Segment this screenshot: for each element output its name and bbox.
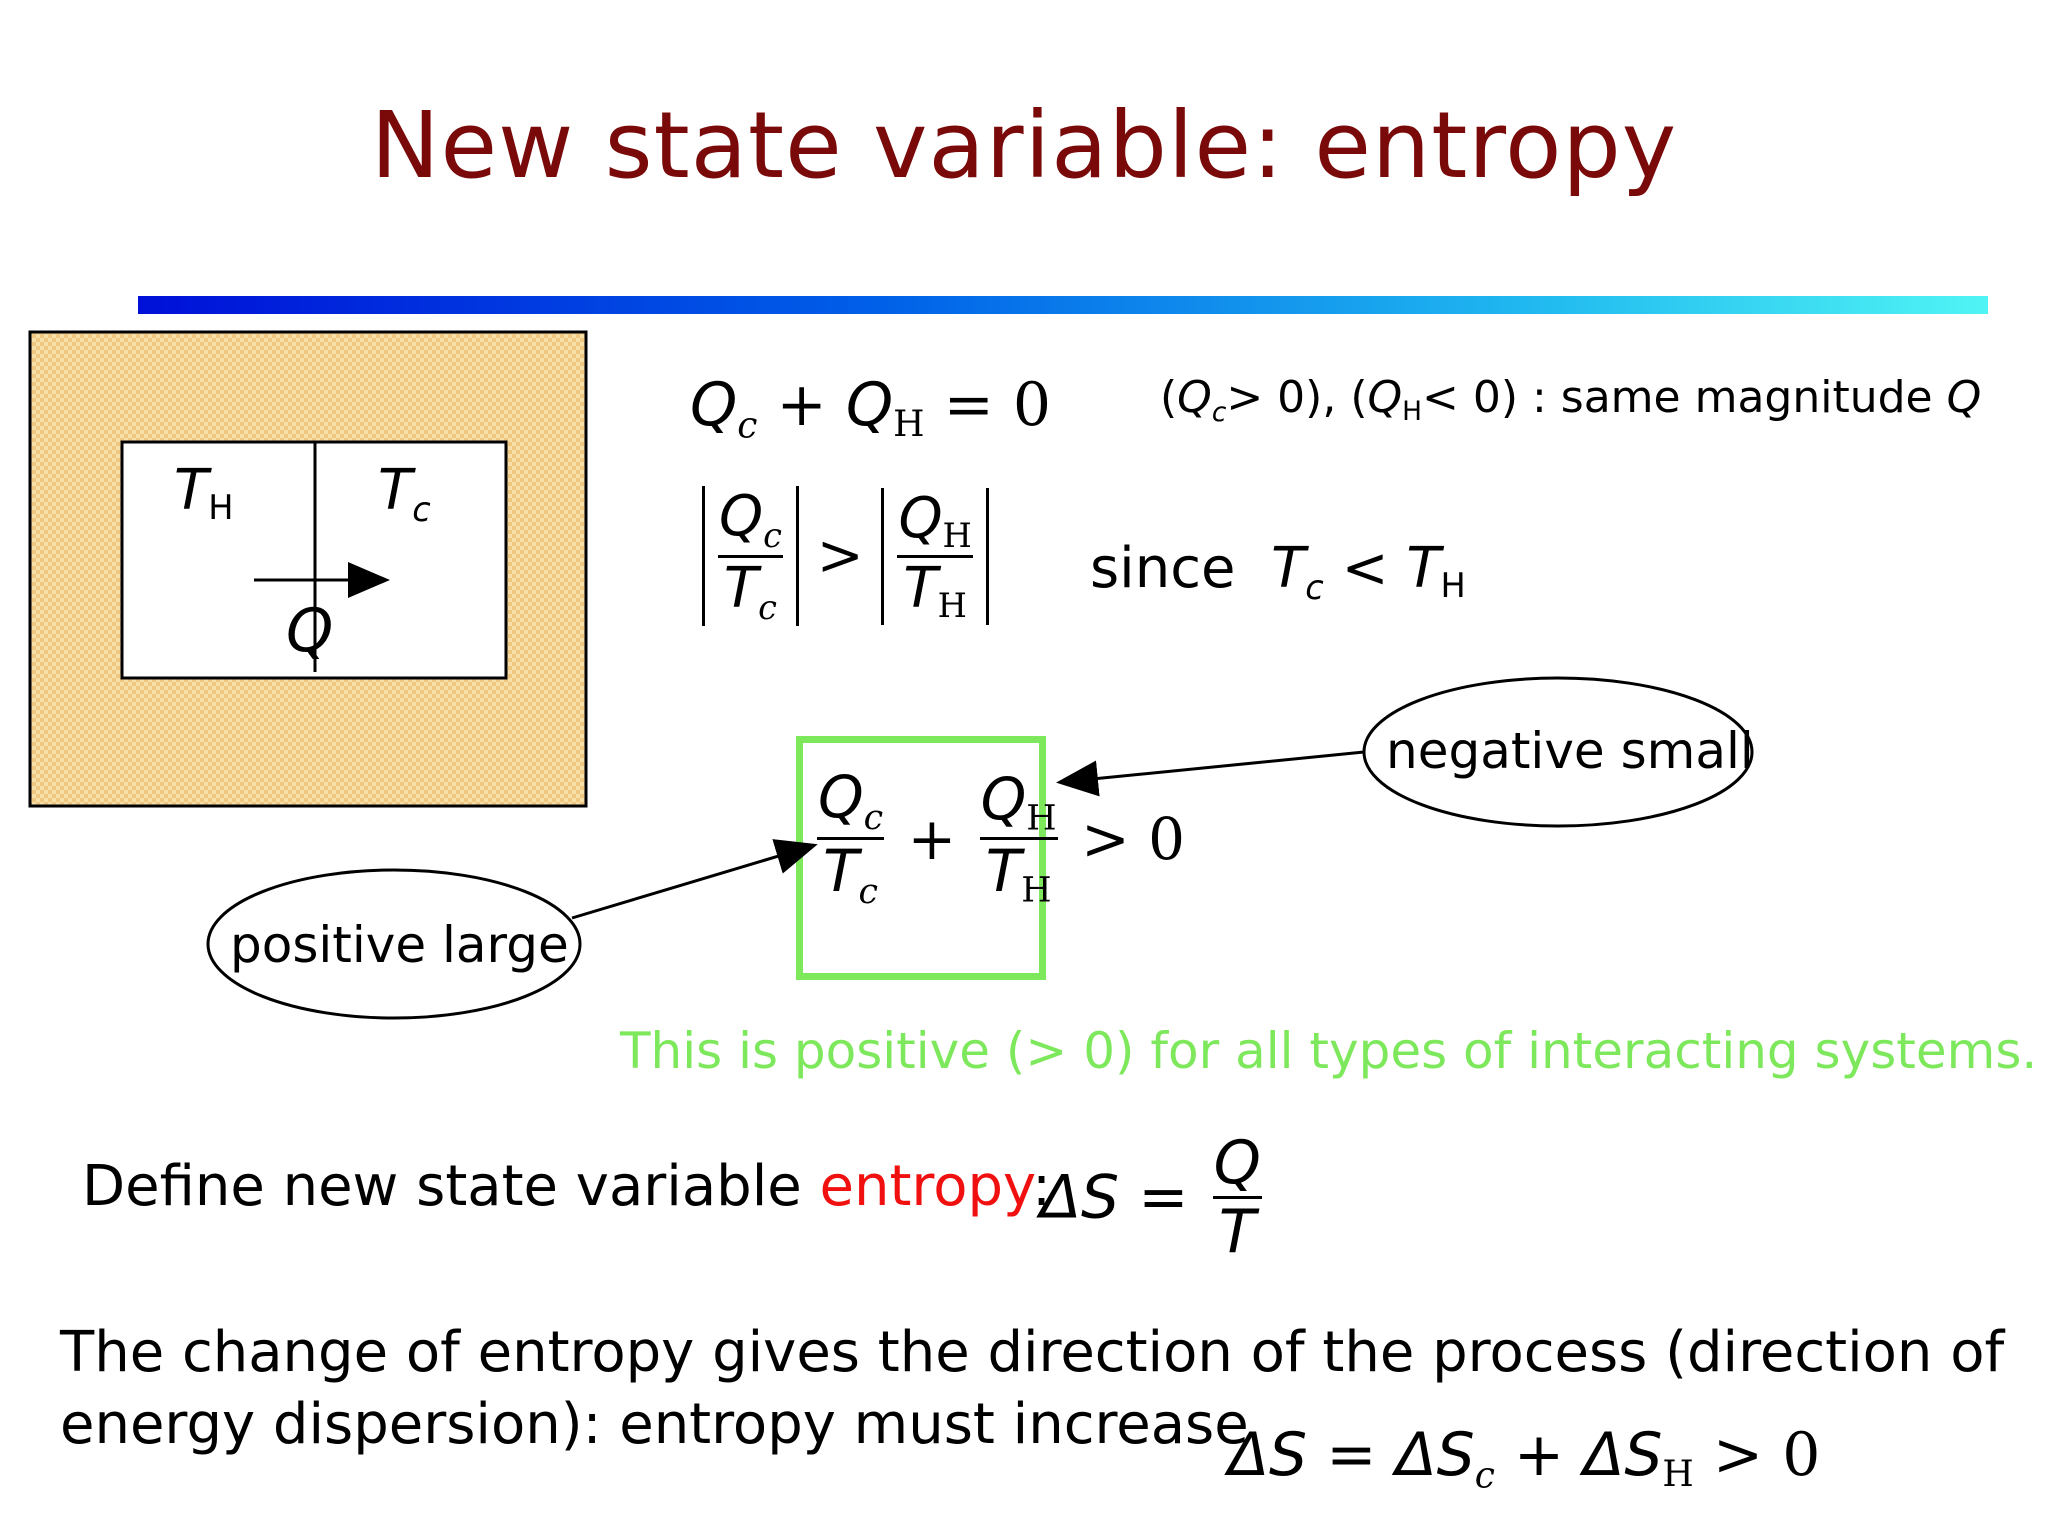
abs-qc-tc: Qc Tc <box>702 486 799 627</box>
negative-small-label: negative small <box>1386 722 1754 780</box>
positivity-note: This is positive (> 0) for all types of … <box>620 1022 2038 1080</box>
direction-text-line1: The change of entropy gives the directio… <box>60 1320 2005 1385</box>
cold-temperature-label: Tc <box>378 458 431 529</box>
entropy-increase-equation: ΔS = ΔSc + ΔSH > 0 <box>1228 1420 1821 1497</box>
heat-label: Q <box>286 596 334 666</box>
entropy-definition-equation: ΔS = Q T <box>1040 1128 1262 1267</box>
thermal-diagram <box>28 330 588 808</box>
hot-temperature-label: TH <box>174 458 234 528</box>
entropy-sum-inequality: Qc Tc + QH TH > 0 <box>817 763 1186 913</box>
abs-qh-th: QH TH <box>881 487 989 625</box>
entropy-term: entropy <box>819 1154 1033 1219</box>
positive-large-label: positive large <box>230 916 569 974</box>
page-title: New state variable: entropy <box>370 92 1678 199</box>
magnitude-note: (Qc> 0), (QH< 0) : same magnitude Q <box>1160 372 1982 429</box>
direction-text-line2: energy dispersion): entropy must increas… <box>60 1392 1249 1457</box>
definition-text: Define new state variable entropy: <box>82 1154 1051 1219</box>
energy-balance-equation: Qc + QH = 0 <box>690 370 1052 447</box>
negative-small-arrow <box>1056 750 1365 797</box>
title-divider-bar <box>138 296 1988 314</box>
since-condition: since Tc < TH <box>1090 536 1466 607</box>
ratio-inequality: Qc Tc > QH TH <box>702 486 989 627</box>
positive-large-ellipse <box>206 868 582 1020</box>
positive-large-arrow <box>571 839 818 920</box>
